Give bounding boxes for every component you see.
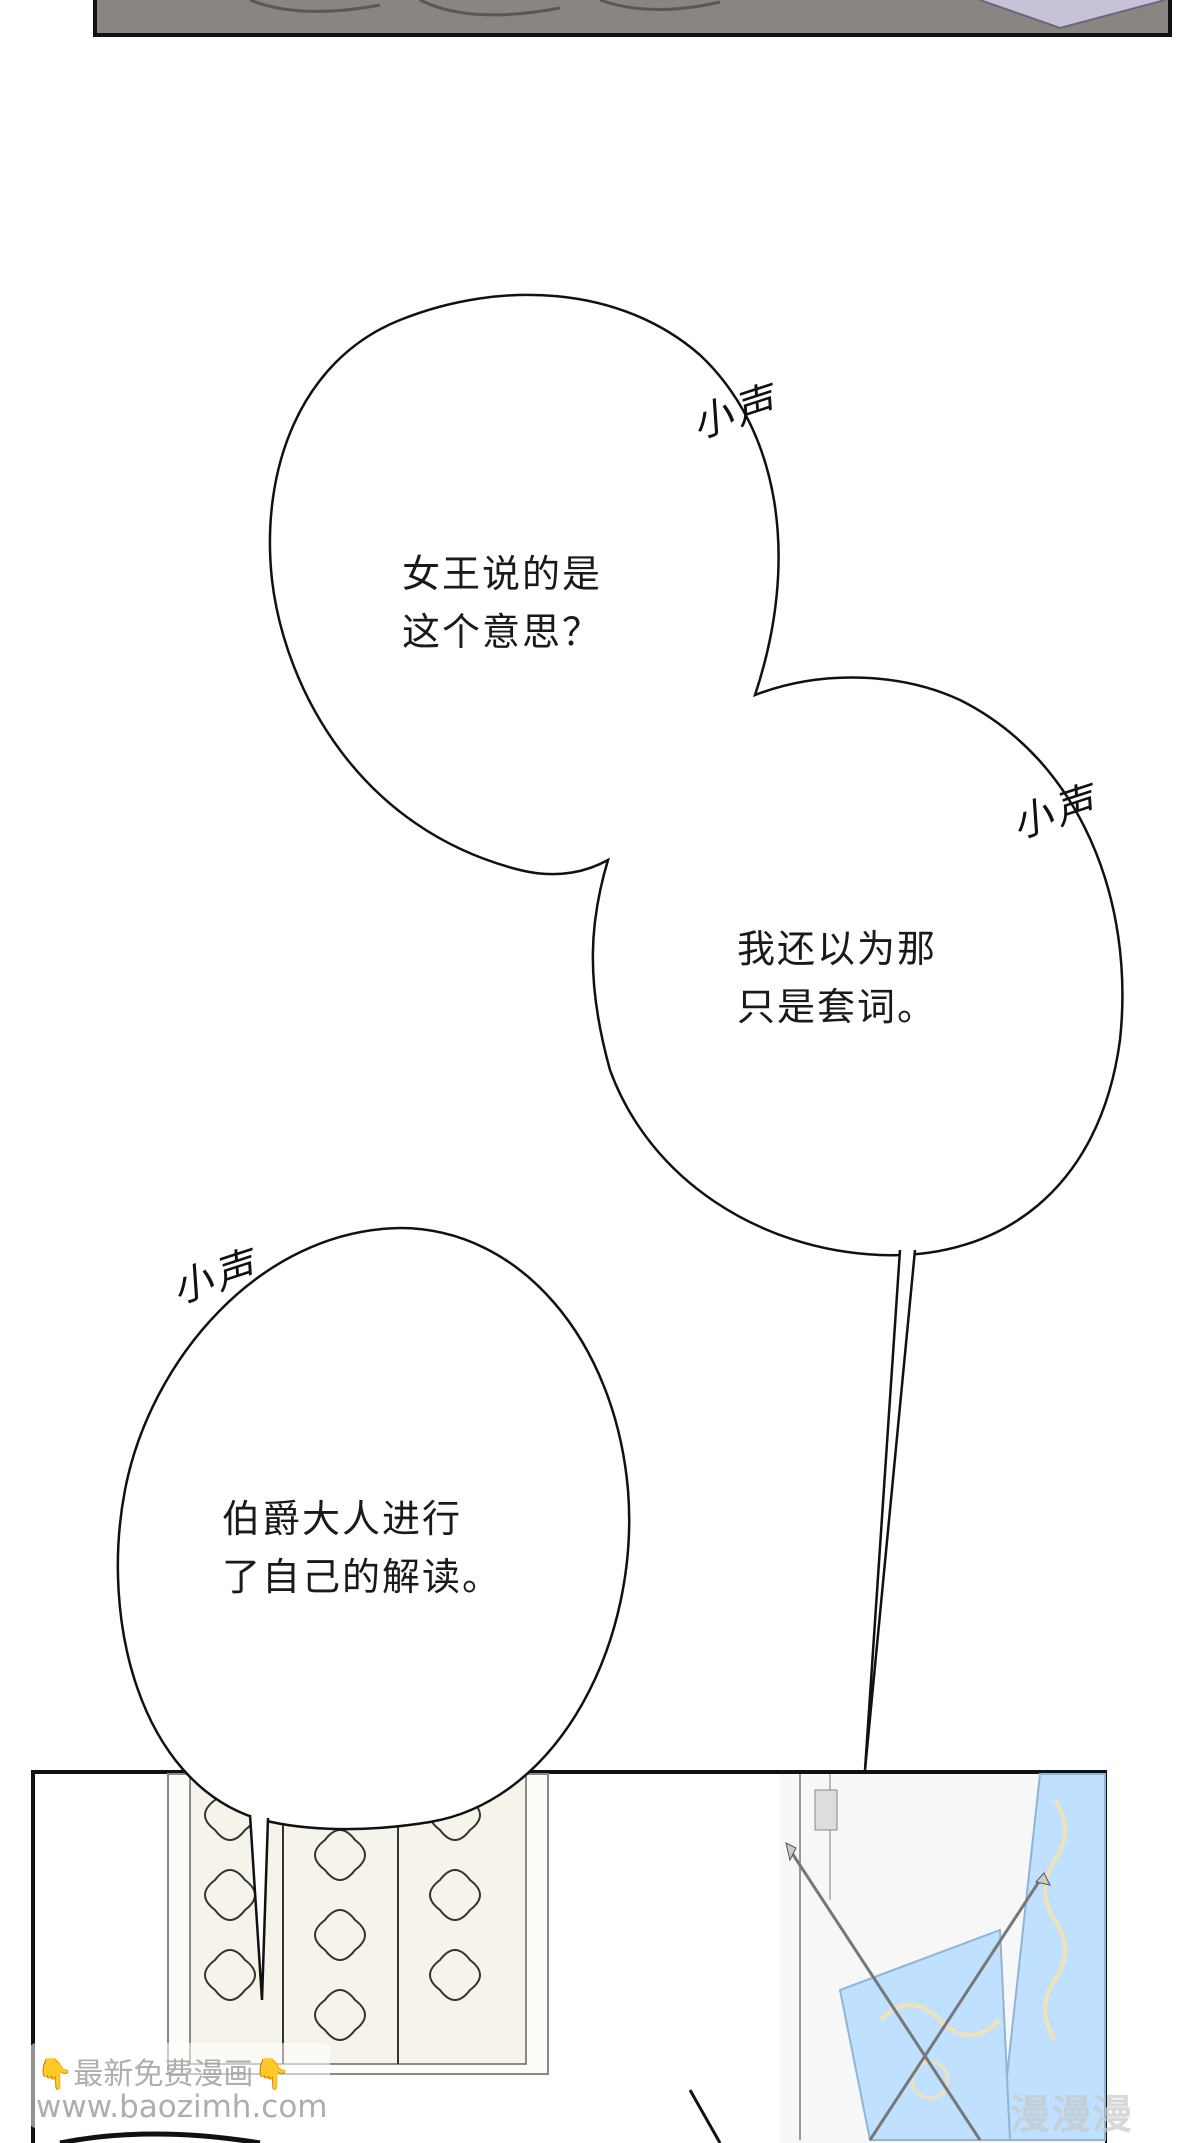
pointing-down-hand-icon: 👇	[36, 2057, 74, 2092]
speech-bubble-3	[116, 1226, 631, 2001]
watermark-title: 👇最新免费漫画👇	[36, 2049, 291, 2093]
bubble-2-text: 我还以为那 只是套词。	[737, 920, 937, 1036]
bubble-3-text: 伯爵大人进行 了自己的解读。	[222, 1490, 502, 1606]
pointing-down-hand-icon: 👇	[253, 2057, 291, 2092]
bubble-1-line-1: 女王说的是	[402, 552, 603, 596]
site-watermark: 👇最新免费漫画👇 www.baozimh.com	[30, 2043, 330, 2128]
bubble-1-text: 女王说的是 这个意思？	[402, 545, 602, 661]
bubble-3-line-2: 了自己的解读。	[222, 1555, 503, 1599]
bubble-2-line-1: 我还以为那	[737, 927, 938, 971]
bubble-1-line-2: 这个意思？	[402, 610, 603, 654]
blue-tapestry	[780, 1773, 1106, 2143]
watermark-title-text: 最新免费漫画	[73, 2057, 254, 2092]
bubble-2-line-2: 只是套词。	[737, 985, 938, 1029]
speech-bubble-group	[268, 293, 1124, 1771]
top-panel	[93, 0, 1172, 37]
watermark-url: www.baozimh.com	[36, 2089, 328, 2125]
bubble-3-line-1: 伯爵大人进行	[222, 1497, 463, 1541]
corner-watermark: 漫漫漫	[1010, 2092, 1133, 2138]
